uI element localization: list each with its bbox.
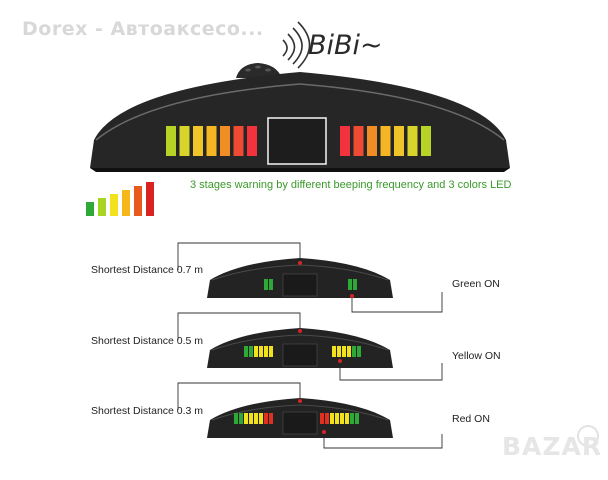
- stage-led: [337, 346, 341, 357]
- stage-led: [340, 413, 344, 424]
- stage-2-distance: Shortest Distance 0.5 m: [91, 335, 203, 347]
- stage-led: [347, 346, 351, 357]
- stage-led: [330, 413, 334, 424]
- legend-bar: [110, 194, 118, 216]
- led-segment: [179, 126, 190, 156]
- stage-led: [249, 413, 253, 424]
- stage-led: [259, 346, 263, 357]
- led-segment: [340, 126, 350, 156]
- stage-1-status: Green ON: [452, 278, 500, 290]
- stage-led: [264, 346, 268, 357]
- sound-wave-icon: [282, 21, 311, 69]
- seller-watermark: Dorex - Автоаксесо...: [22, 18, 264, 40]
- stage-led: [254, 346, 258, 357]
- led-segment: [394, 126, 404, 156]
- legend-bar: [98, 198, 106, 216]
- distance-value: 0.3 m: [176, 405, 204, 417]
- led-segment: [353, 126, 364, 156]
- stage-led: [350, 413, 354, 424]
- stage-3-leds: [234, 413, 359, 424]
- marketplace-logo: BAZAR: [502, 432, 603, 461]
- stage-led: [269, 346, 273, 357]
- stage-led: [269, 279, 273, 290]
- stage-led: [259, 413, 263, 424]
- stage-3-status: Red ON: [452, 413, 490, 425]
- stage-display-1: [207, 258, 393, 298]
- main-right-led-bar: [340, 126, 431, 156]
- stage-led: [325, 413, 329, 424]
- legend-bar: [86, 202, 94, 216]
- stage-1-distance: Shortest Distance 0.7 m: [91, 264, 203, 276]
- led-segment: [166, 126, 176, 156]
- stage-led: [348, 279, 352, 290]
- stage-connectors: [177, 242, 443, 449]
- brand-title: BiBi~: [308, 30, 383, 61]
- stage-led: [249, 346, 253, 357]
- stage-led: [264, 279, 268, 290]
- distance-label: Shortest Distance: [91, 335, 174, 347]
- distance-label: Shortest Distance: [91, 264, 174, 276]
- led-segment: [380, 126, 391, 156]
- led-segment: [407, 126, 418, 156]
- led-segment: [206, 126, 217, 156]
- stage-led: [239, 413, 243, 424]
- distance-value: 0.7 m: [176, 264, 204, 276]
- stage-led: [264, 413, 268, 424]
- warning-description: 3 stages warning by different beeping fr…: [190, 179, 512, 191]
- stage-led: [244, 413, 248, 424]
- stage-led: [332, 346, 336, 357]
- stage-display-2: [207, 328, 393, 368]
- main-left-led-bar: [166, 126, 257, 156]
- distance-label: Shortest Distance: [91, 405, 174, 417]
- stage-led: [353, 279, 357, 290]
- stage-2-status: Yellow ON: [452, 350, 501, 362]
- center-screen: [267, 117, 327, 165]
- color-legend: [86, 182, 154, 216]
- legend-bar: [122, 190, 130, 216]
- stage-led: [269, 413, 273, 424]
- main-display-unit: [90, 63, 510, 172]
- led-segment: [220, 126, 230, 156]
- led-segment: [367, 126, 377, 156]
- legend-bar: [134, 186, 142, 216]
- stage-led: [254, 413, 258, 424]
- stage-led: [244, 346, 248, 357]
- led-segment: [421, 126, 431, 156]
- led-segment: [247, 126, 257, 156]
- stage-led: [355, 413, 359, 424]
- bazar-logo-icon: [577, 425, 599, 447]
- led-segment: [233, 126, 244, 156]
- legend-bar: [146, 182, 154, 216]
- led-segment: [193, 126, 203, 156]
- stage-1-leds: [264, 279, 357, 290]
- stage-led: [234, 413, 238, 424]
- stage-led: [345, 413, 349, 424]
- stage-led: [320, 413, 324, 424]
- stage-led: [352, 346, 356, 357]
- stage-led: [357, 346, 361, 357]
- distance-value: 0.5 m: [176, 335, 204, 347]
- stage-2-leds: [244, 346, 361, 357]
- stage-3-distance: Shortest Distance 0.3 m: [91, 405, 203, 417]
- stage-led: [342, 346, 346, 357]
- stage-led: [335, 413, 339, 424]
